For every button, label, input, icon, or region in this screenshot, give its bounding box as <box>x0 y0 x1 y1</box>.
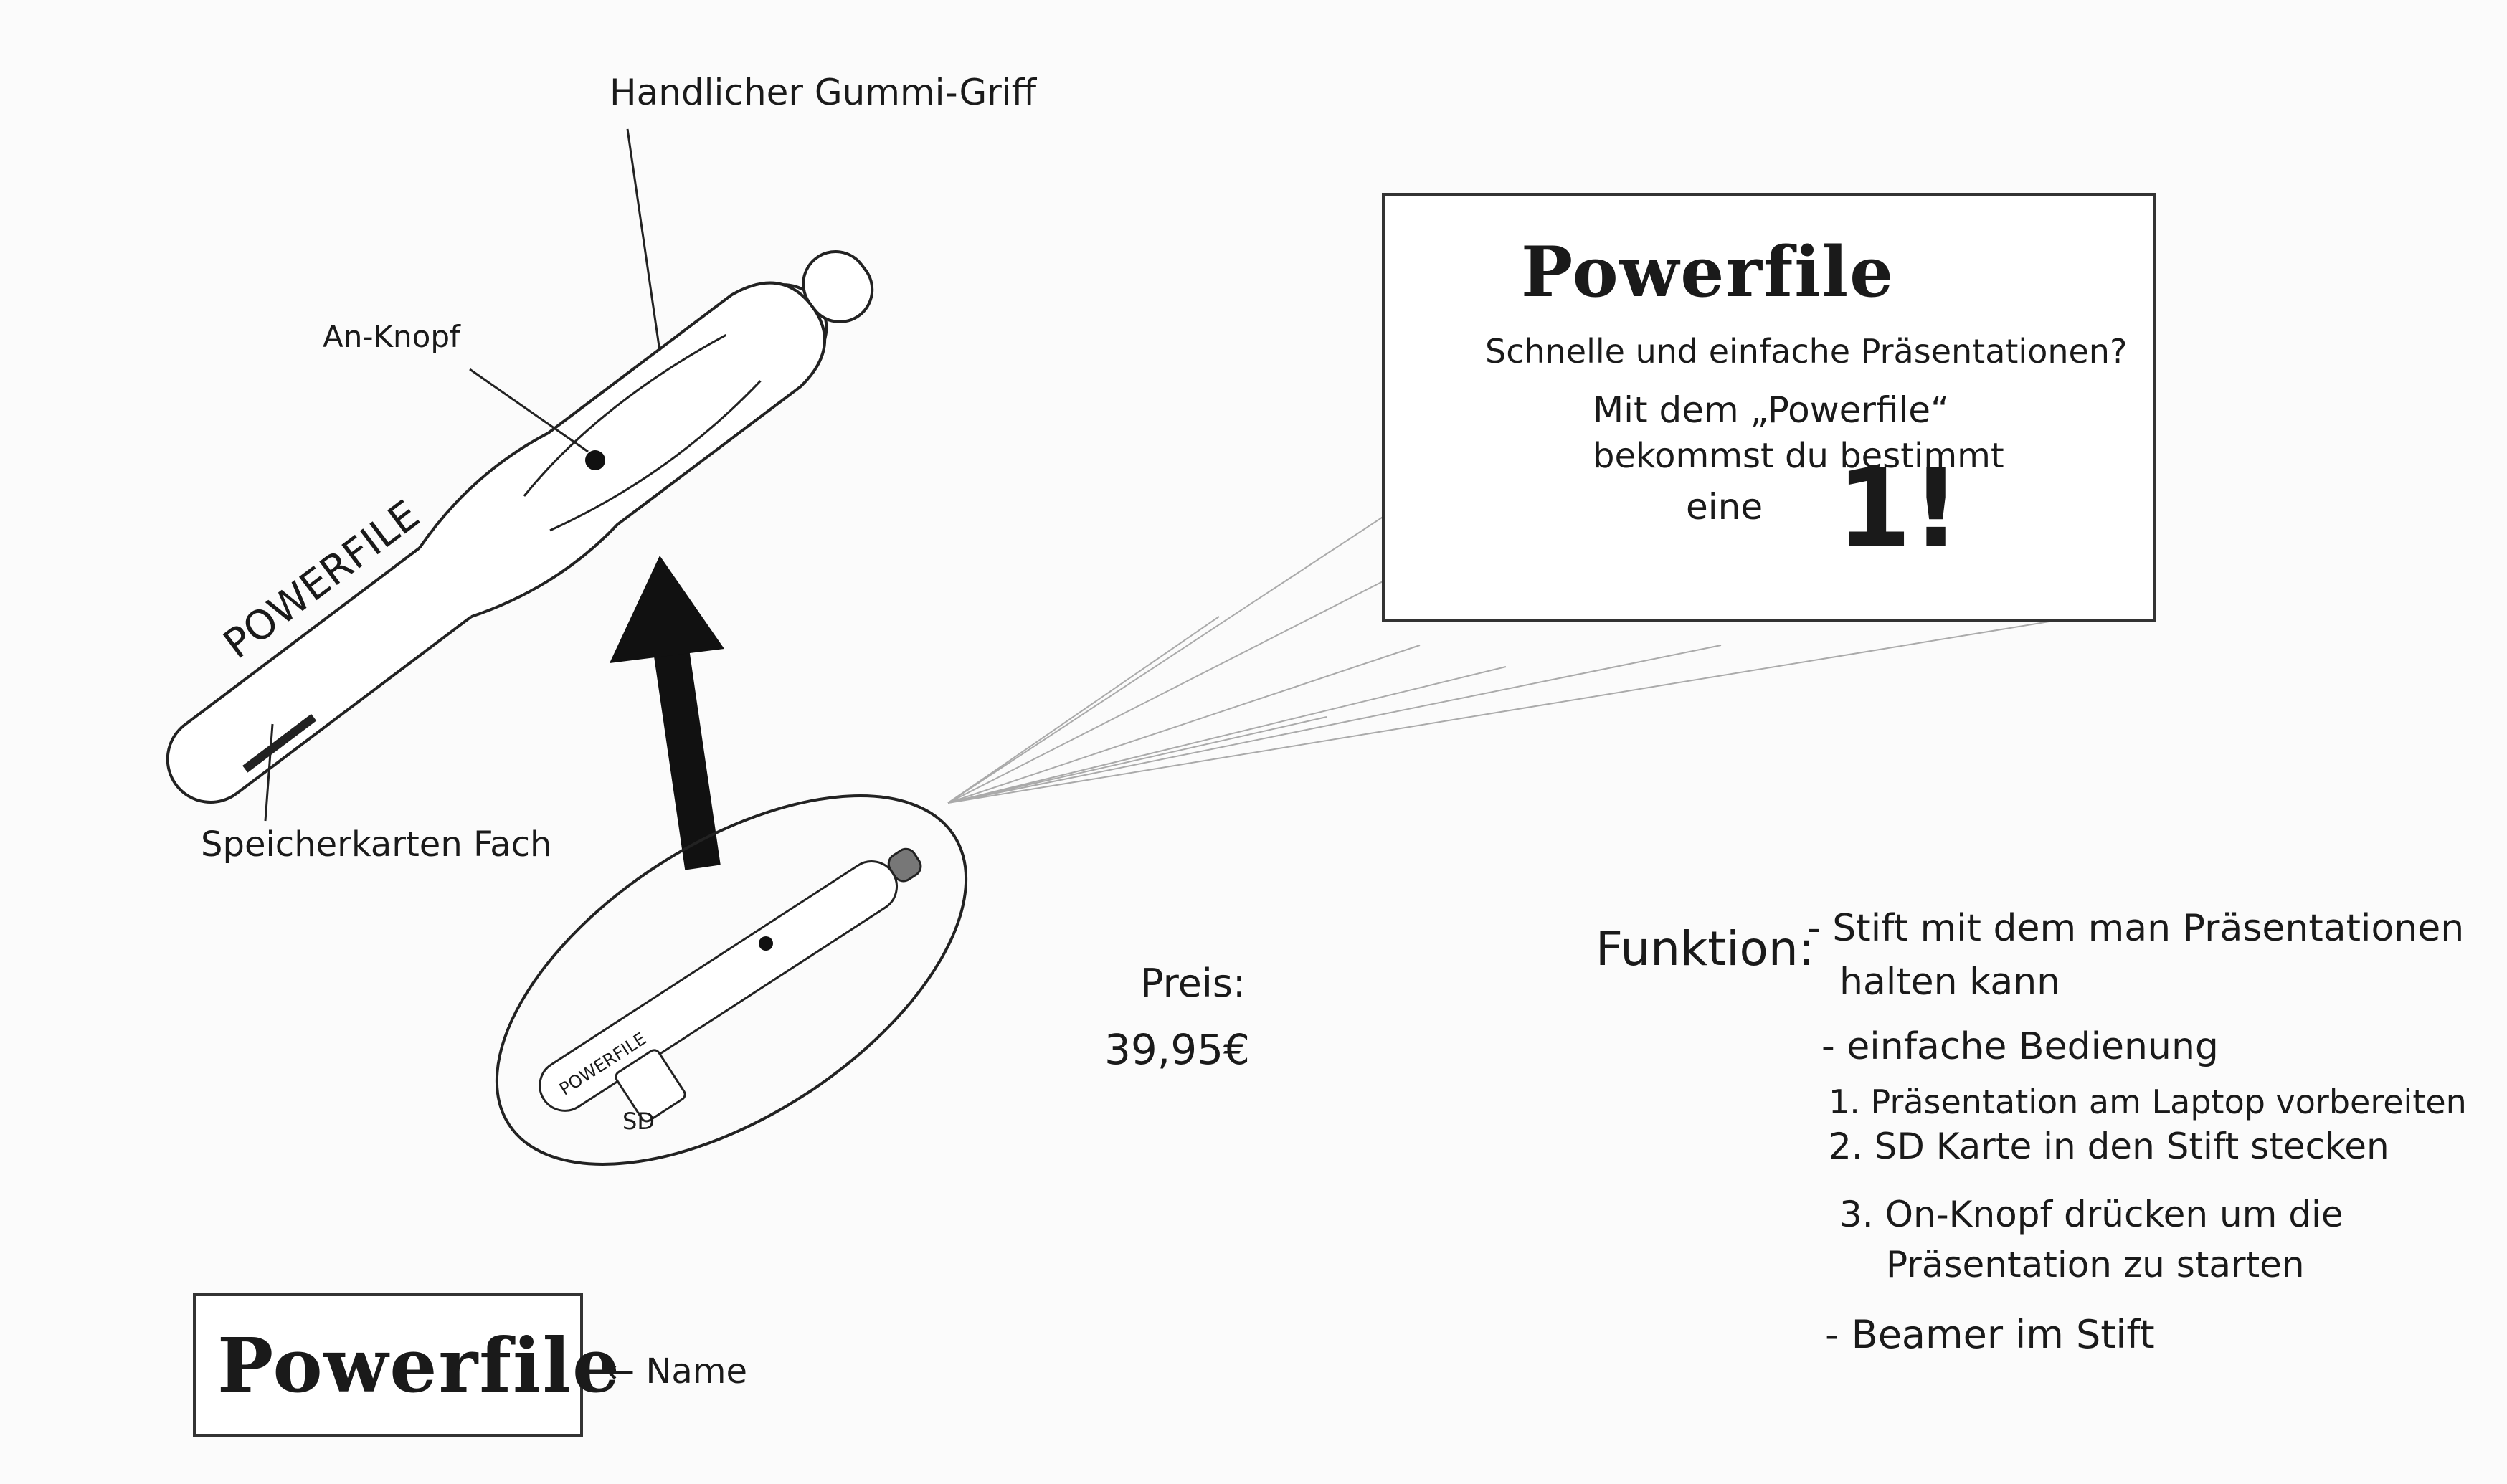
price-value: 39,95€ <box>1104 1025 1250 1074</box>
name-pointer: ← Name <box>606 1351 748 1392</box>
function-item: halten kann <box>1839 961 2061 1004</box>
pen-small <box>539 847 922 1123</box>
price-label: Preis: <box>1140 961 1246 1006</box>
on-button <box>585 450 605 470</box>
arrow-icon <box>610 556 724 870</box>
function-item: - Beamer im Stift <box>1825 1312 2155 1357</box>
ad-line1: Mit dem „Powerfile“ <box>1593 389 1949 431</box>
ad-line2: bekommst du bestimmt <box>1593 436 2004 476</box>
ad-grade: 1! <box>1837 447 1961 571</box>
ad-logo: Powerfile <box>1521 232 1895 313</box>
function-item: - Stift mit dem man Präsentationen <box>1807 907 2465 950</box>
card-slot-label: Speicherkarten Fach <box>201 824 552 865</box>
name-box: Powerfile <box>193 1293 620 1437</box>
projected-ad: Powerfile Schnelle und einfache Präsenta… <box>1382 193 2156 622</box>
name-logo: Powerfile <box>217 1321 622 1409</box>
function-item: 2. SD Karte in den Stift stecken <box>1829 1126 2389 1167</box>
projector-beam <box>947 515 2080 804</box>
function-label: Funktion: <box>1596 921 1814 976</box>
grip-label: Handlicher Gummi-Griff <box>610 72 1037 113</box>
function-item: 3. On-Knopf drücken um die <box>1839 1194 2344 1235</box>
sd-card-label: SD <box>622 1108 655 1135</box>
pen-large <box>166 249 874 804</box>
function-item: Präsentation zu starten <box>1886 1244 2305 1285</box>
button-label: An-Knopf <box>323 319 460 354</box>
pen-highlight-ellipse <box>495 794 968 1166</box>
ad-line3: eine <box>1686 486 1763 528</box>
function-item: 1. Präsentation am Laptop vorbereiten <box>1829 1083 2467 1121</box>
function-item: - einfache Bedienung <box>1821 1025 2219 1068</box>
ad-headline: Schnelle und einfache Präsentationen? <box>1485 332 2128 371</box>
